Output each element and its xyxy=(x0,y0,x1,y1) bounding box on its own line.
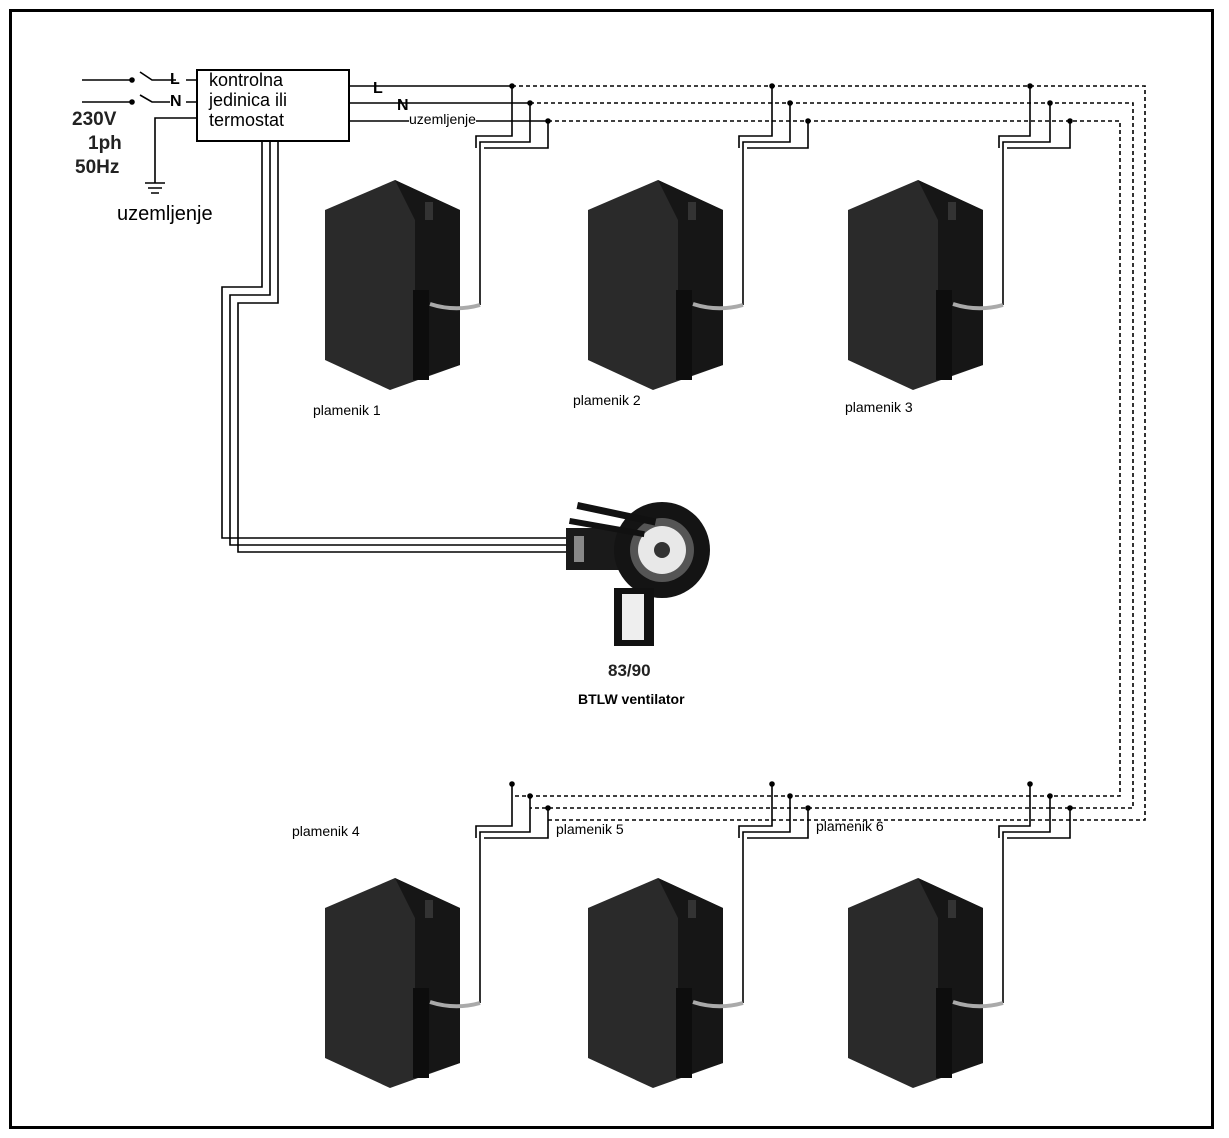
control-unit-line-1: kontrolna xyxy=(209,70,284,90)
bus-dashed-top xyxy=(512,85,1146,821)
burner-5 xyxy=(588,878,744,1088)
supply-voltage: 230V xyxy=(72,109,117,130)
bus-ground-label: uzemljenje xyxy=(409,111,476,127)
burner-4 xyxy=(325,878,481,1088)
ground-label: uzemljenje xyxy=(117,203,213,225)
fan-cable xyxy=(221,141,575,553)
burner-1-label: plamenik 1 xyxy=(313,402,381,418)
burner-3 xyxy=(848,180,1004,390)
ground-wire xyxy=(154,117,197,183)
burner-6-label: plamenik 6 xyxy=(816,818,884,834)
burner-5-label: plamenik 5 xyxy=(556,821,624,837)
control-unit-label: kontrolna jedinica ili termostat xyxy=(209,70,287,130)
burner-4-label: plamenik 4 xyxy=(292,823,360,839)
supply-frequency: 50Hz xyxy=(75,157,120,178)
bus-dashed-bottom xyxy=(512,795,1070,821)
burner-2-label: plamenik 2 xyxy=(573,392,641,408)
fan-code: 83/90 xyxy=(608,661,651,680)
burner-3-label: plamenik 3 xyxy=(845,399,913,415)
burner-6 xyxy=(848,878,1004,1088)
supply-line-n xyxy=(82,94,197,103)
diagram-frame xyxy=(9,9,1214,1129)
supply-line-l xyxy=(82,71,197,81)
burner-2 xyxy=(588,180,744,390)
bus-l-letter: L xyxy=(373,80,383,97)
bus-n-letter: N xyxy=(397,97,409,114)
fan-label: BTLW ventilator xyxy=(578,691,685,707)
control-unit-line-3: termostat xyxy=(209,110,285,130)
supply-n-letter: N xyxy=(170,93,182,110)
ground-symbol xyxy=(145,182,165,194)
control-unit-line-2: jedinica ili xyxy=(209,90,288,110)
fan-unit xyxy=(566,502,710,646)
burner-1 xyxy=(325,180,481,390)
supply-l-letter: L xyxy=(170,71,180,88)
supply-phase: 1ph xyxy=(88,133,122,154)
control-unit-box xyxy=(196,69,350,142)
